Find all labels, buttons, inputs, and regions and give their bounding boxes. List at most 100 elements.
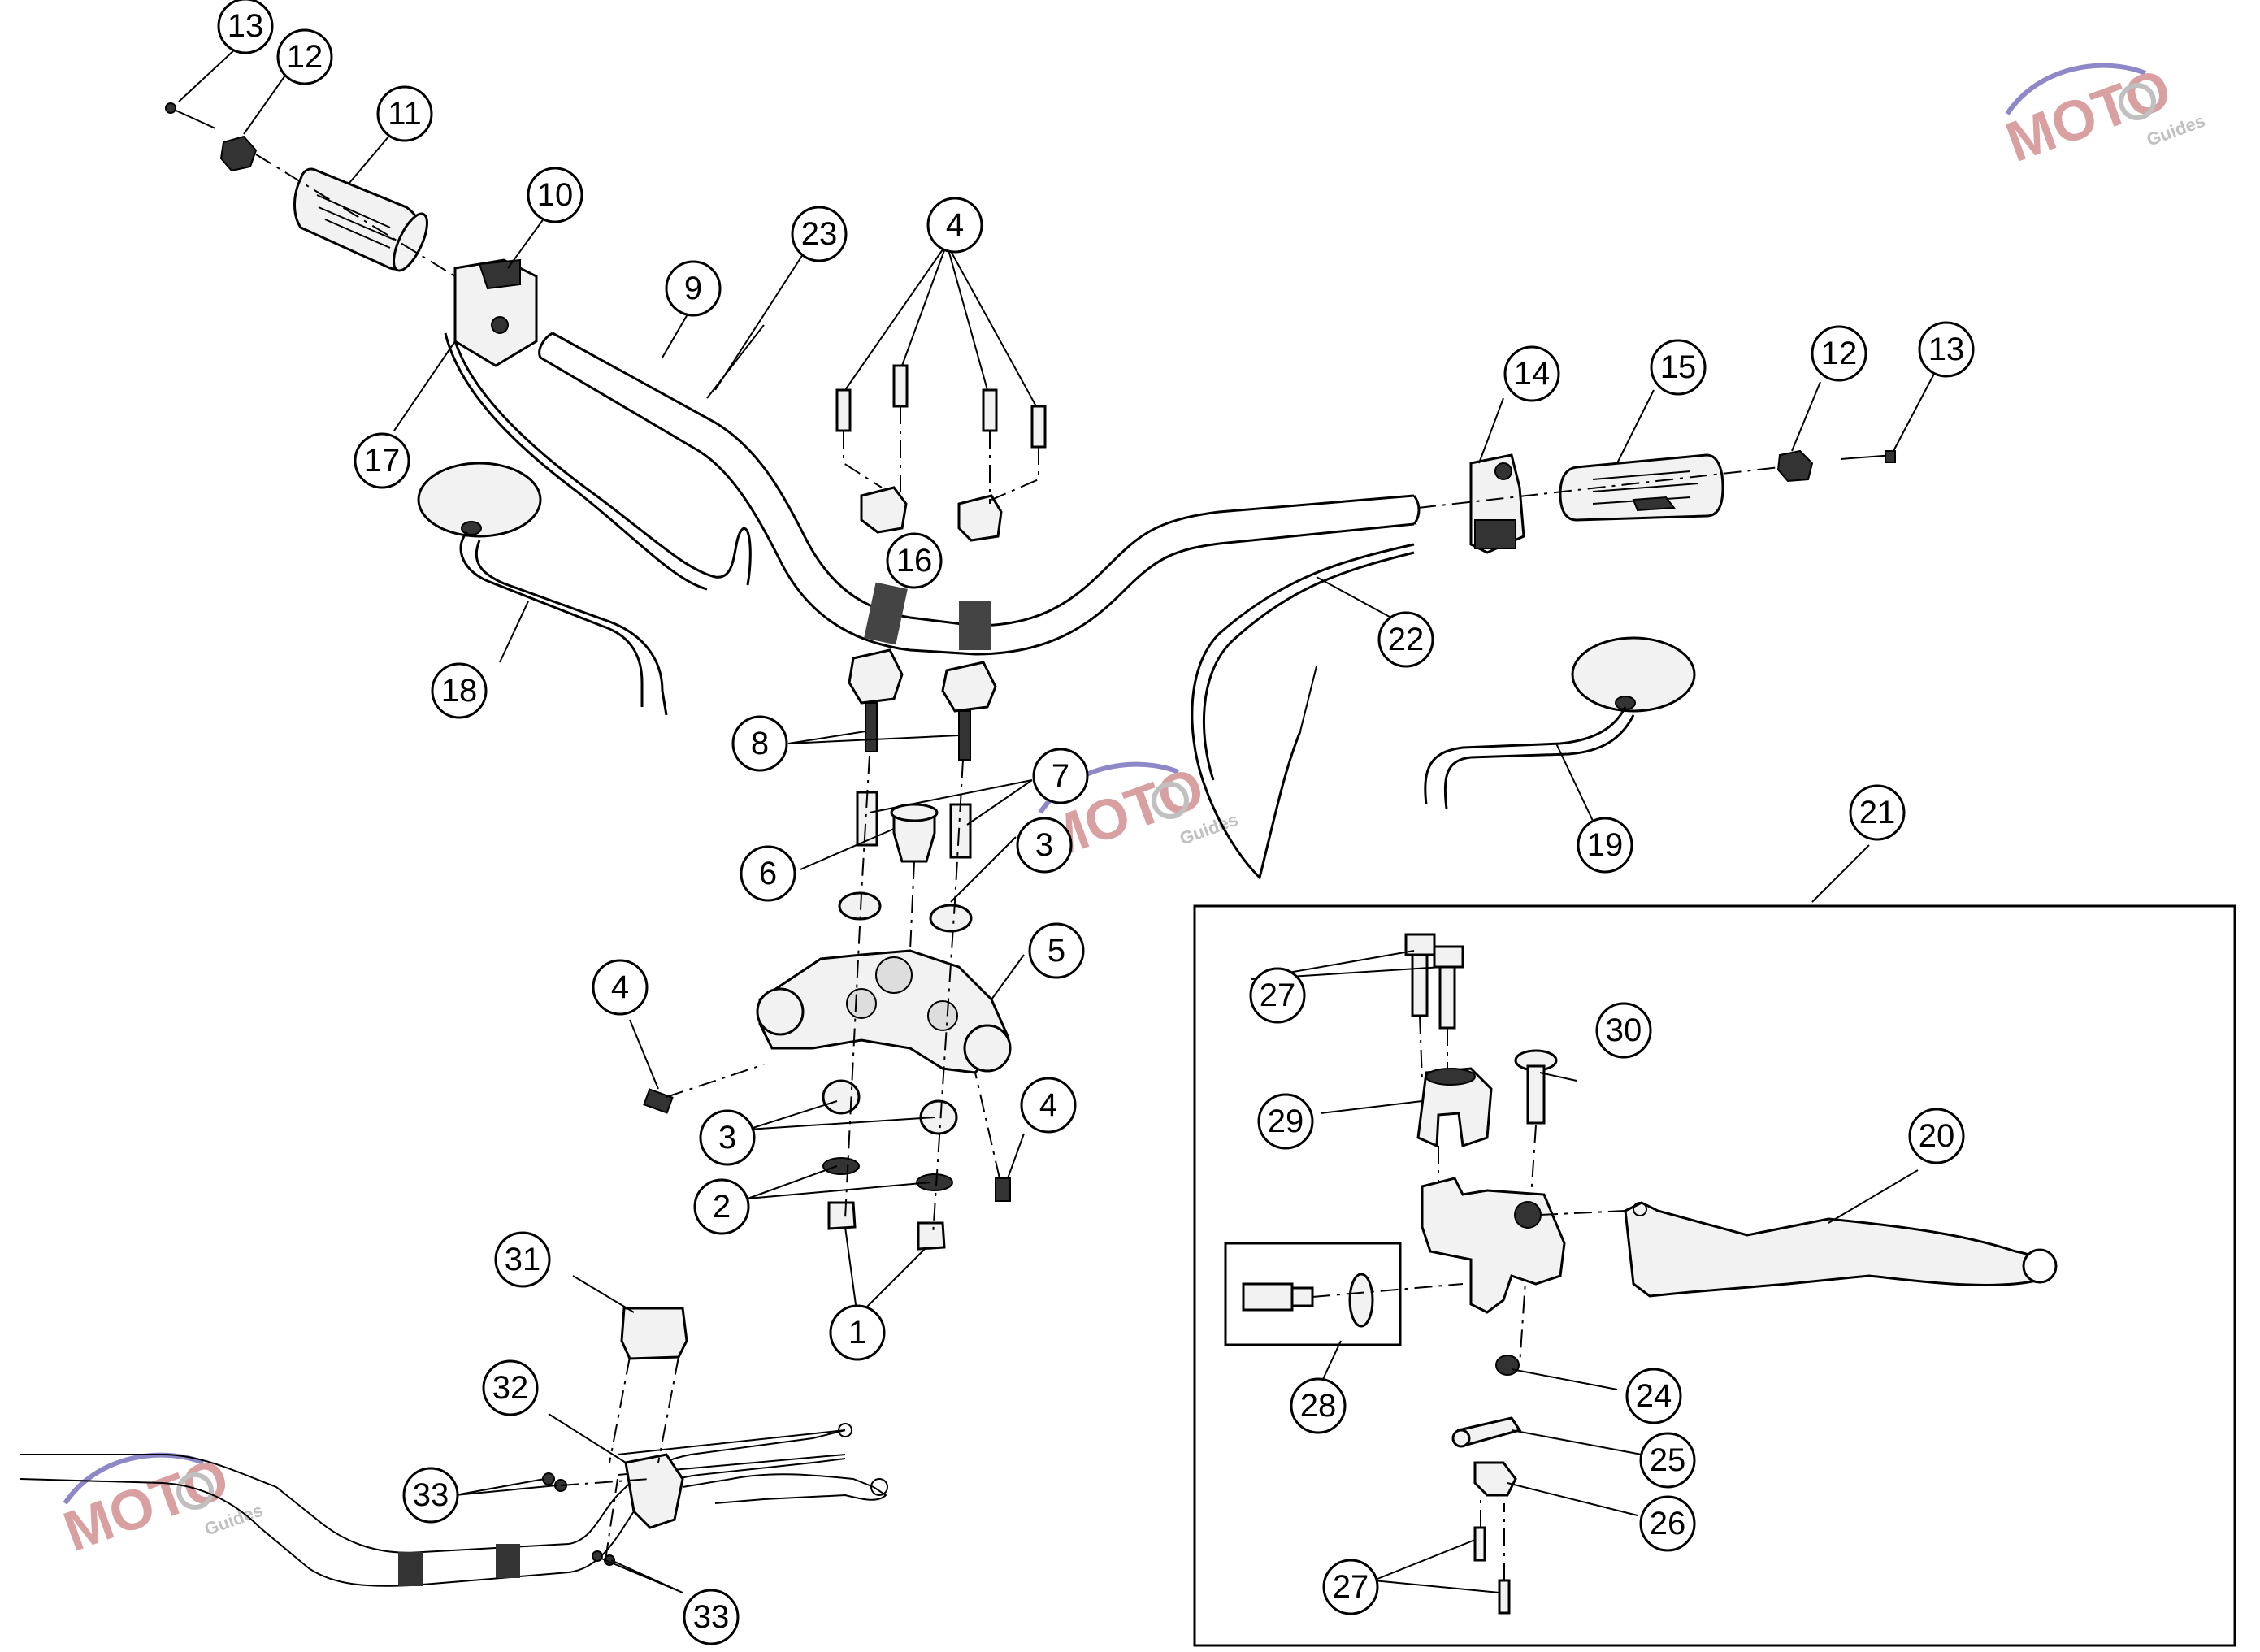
svg-text:22: 22 [1388, 622, 1425, 657]
callout-4-top: 4 [926, 197, 983, 254]
callout-1: 1 [829, 1304, 886, 1361]
right-grip [1559, 453, 1724, 522]
svg-text:27: 27 [1333, 1569, 1369, 1605]
watermark-brand: MOTO [55, 1446, 236, 1563]
clutch-lever-inset [1193, 904, 2236, 1647]
svg-text:30: 30 [1606, 1012, 1642, 1048]
svg-text:3: 3 [1035, 827, 1053, 863]
right-bar-end [1417, 449, 1896, 509]
svg-text:11: 11 [388, 96, 422, 132]
svg-text:19: 19 [1587, 827, 1624, 863]
svg-text:3: 3 [718, 1120, 736, 1156]
callout-32: 32 [482, 1359, 539, 1416]
left-bar-end [165, 102, 456, 277]
svg-text:17: 17 [364, 443, 401, 479]
gear-icon [2119, 83, 2156, 120]
svg-text:32: 32 [492, 1370, 529, 1406]
callout-11: 11 [376, 85, 433, 142]
svg-text:14: 14 [1514, 356, 1551, 392]
svg-text:33: 33 [693, 1599, 730, 1635]
svg-text:24: 24 [1636, 1378, 1672, 1414]
callout-29: 29 [1257, 1093, 1314, 1150]
callout-28: 28 [1290, 1377, 1347, 1434]
callout-8: 8 [731, 715, 788, 772]
watermark-brand: MOTO [1998, 56, 2179, 174]
callout-25: 25 [1639, 1432, 1696, 1489]
svg-text:28: 28 [1300, 1388, 1337, 1424]
svg-text:4: 4 [946, 207, 964, 243]
callout-22: 22 [1377, 611, 1434, 668]
watermark-bottom-left: MOTO Guides [55, 1446, 265, 1563]
callout-26: 26 [1639, 1495, 1696, 1552]
svg-text:6: 6 [759, 856, 777, 891]
handlebar [538, 332, 1421, 656]
callout-27-top: 27 [1249, 967, 1306, 1024]
callout-17: 17 [354, 432, 410, 489]
gear-icon [176, 1472, 214, 1510]
svg-text:13: 13 [1928, 332, 1965, 367]
svg-text:18: 18 [441, 673, 478, 709]
callout-21: 21 [1849, 784, 1906, 841]
cable-tie [706, 324, 765, 399]
svg-text:13: 13 [228, 8, 264, 44]
svg-text:9: 9 [684, 271, 702, 306]
callout-15: 15 [1650, 339, 1707, 396]
clutch-cable [1191, 543, 1415, 880]
callout-2: 2 [693, 1178, 750, 1235]
callout-13-left: 13 [217, 0, 274, 54]
svg-text:26: 26 [1650, 1506, 1686, 1541]
knurl-band-icon [864, 582, 908, 645]
callout-31: 31 [494, 1231, 551, 1288]
svg-text:27: 27 [1260, 978, 1296, 1013]
callout-12-left: 12 [276, 28, 333, 85]
left-switch-housing [453, 258, 538, 367]
triple-clamp-assembly [643, 648, 1012, 1251]
svg-text:1: 1 [848, 1315, 866, 1351]
svg-text:5: 5 [1048, 933, 1065, 969]
callout-30: 30 [1595, 1002, 1652, 1059]
left-mirror [417, 462, 668, 716]
callout-13-right: 13 [1918, 321, 1975, 378]
svg-text:21: 21 [1859, 795, 1896, 830]
svg-text:29: 29 [1268, 1104, 1304, 1139]
left-grip [293, 167, 428, 272]
callout-24: 24 [1625, 1368, 1682, 1424]
svg-text:12: 12 [1821, 336, 1858, 371]
callout-33-left: 33 [402, 1467, 459, 1524]
svg-text:2: 2 [713, 1189, 731, 1225]
svg-text:7: 7 [1052, 758, 1069, 794]
callout-5: 5 [1028, 922, 1085, 979]
leader-lines [178, 48, 1935, 1593]
callout-9: 9 [665, 260, 722, 317]
callout-4-right: 4 [1020, 1077, 1077, 1134]
right-switch-housing [1469, 453, 1525, 554]
svg-text:20: 20 [1919, 1118, 1955, 1154]
svg-text:31: 31 [505, 1242, 541, 1277]
callout-19: 19 [1577, 817, 1633, 874]
svg-text:16: 16 [896, 543, 933, 579]
svg-text:23: 23 [801, 216, 838, 252]
svg-text:15: 15 [1660, 349, 1697, 385]
callout-23: 23 [791, 206, 848, 262]
svg-text:10: 10 [537, 177, 574, 213]
callout-6: 6 [740, 845, 796, 902]
callout-20: 20 [1908, 1108, 1965, 1164]
watermark-top-right: MOTO Guides [1998, 56, 2207, 174]
gear-icon [1152, 782, 1189, 819]
svg-text:12: 12 [287, 39, 323, 75]
svg-text:25: 25 [1650, 1442, 1686, 1478]
callout-7: 7 [1032, 748, 1089, 804]
throttle-cable [453, 340, 752, 586]
svg-text:33: 33 [413, 1477, 449, 1513]
svg-text:4: 4 [1039, 1087, 1057, 1123]
callout-10: 10 [527, 167, 583, 223]
callout-12-right: 12 [1811, 325, 1867, 382]
callout-14: 14 [1503, 345, 1560, 402]
upper-clamps [835, 364, 1047, 542]
svg-text:8: 8 [751, 726, 769, 761]
right-mirror [1424, 636, 1696, 809]
callout-27-bottom: 27 [1322, 1559, 1379, 1615]
callout-33-bottom: 33 [683, 1589, 740, 1645]
callout-4-left: 4 [592, 959, 649, 1016]
